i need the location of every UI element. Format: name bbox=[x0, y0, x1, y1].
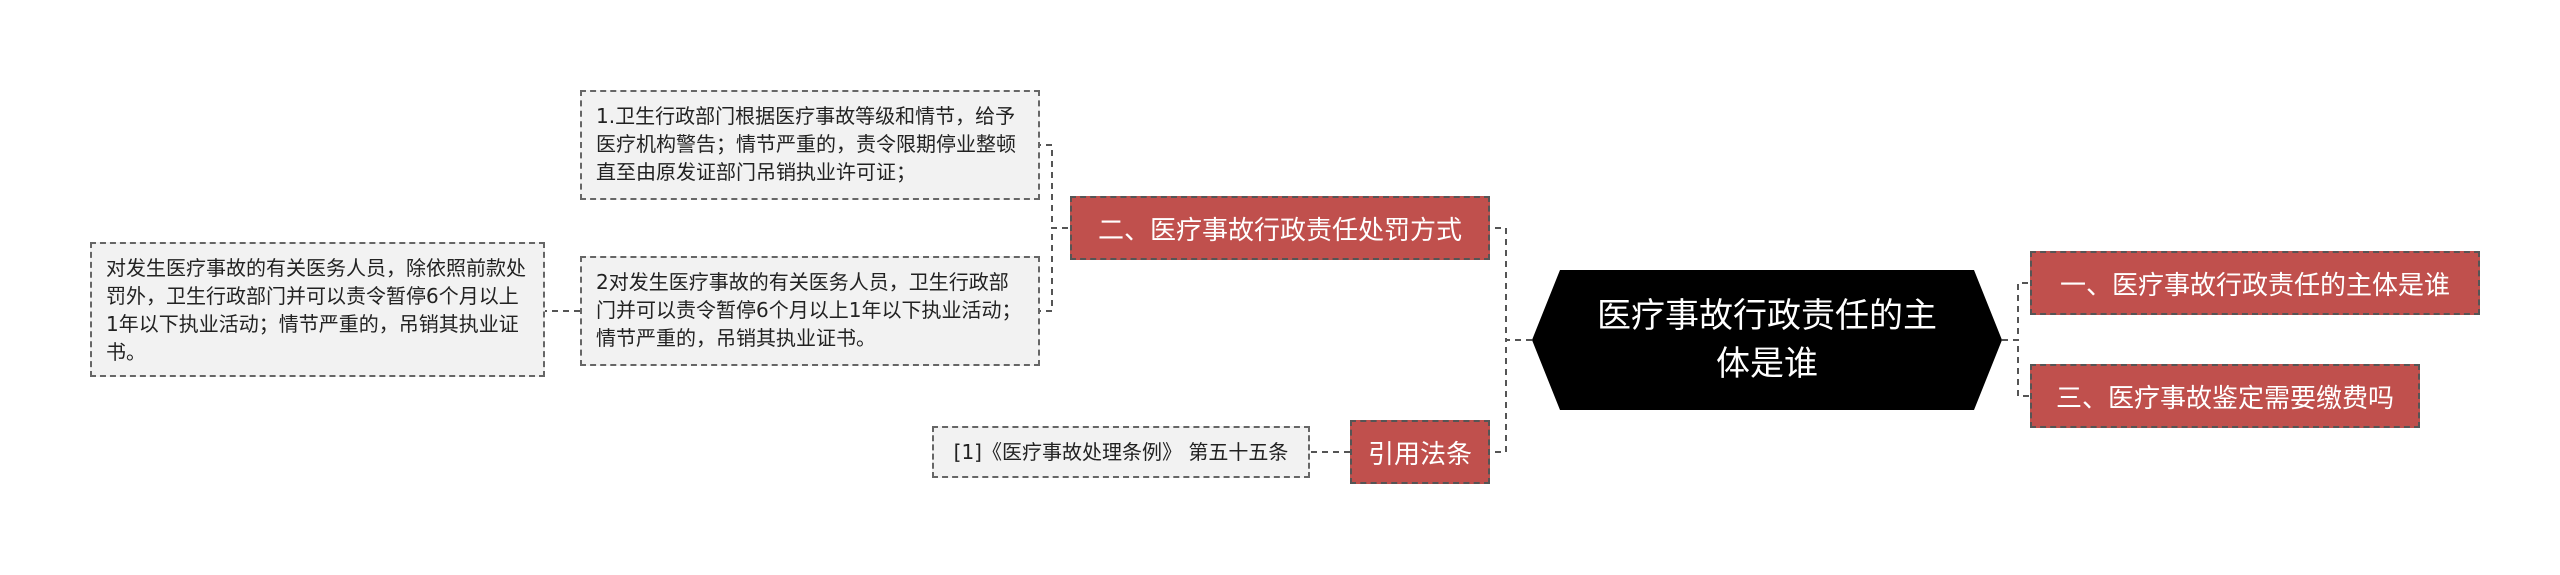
connector-penalty-to-item-1 bbox=[1040, 144, 1068, 229]
connector-penalty-to-item-2 bbox=[1040, 227, 1068, 312]
connector-root-to-branch-1 bbox=[2002, 282, 2030, 341]
connector-root-to-penalty bbox=[1490, 227, 1532, 341]
branch-penalty-methods[interactable]: 二、医疗事故行政责任处罚方式 bbox=[1070, 196, 1490, 260]
penalty-item-2-detail[interactable]: 对发生医疗事故的有关医务人员，除依照前款处罚外，卫生行政部门并可以责令暂停6个月… bbox=[90, 242, 545, 377]
citation-item-text: [1]《医疗事故处理条例》 第五十五条 bbox=[953, 440, 1289, 464]
connector-root-to-citation bbox=[1490, 339, 1532, 453]
branch-appraisal-fee-label: 三、医疗事故鉴定需要缴费吗 bbox=[2055, 383, 2394, 414]
root-topic-label: 医疗事故行政责任的主体是谁 bbox=[1597, 296, 1937, 384]
branch-penalty-methods-label: 二、医疗事故行政责任处罚方式 bbox=[1097, 215, 1462, 246]
connector-root-to-branch-3 bbox=[2002, 339, 2030, 397]
penalty-item-2-text: 2对发生医疗事故的有关医务人员，卫生行政部门并可以责令暂停6个月以上1年以下执业… bbox=[596, 270, 1022, 350]
branch-responsibility-subject[interactable]: 一、医疗事故行政责任的主体是谁 bbox=[2030, 251, 2480, 315]
penalty-item-1[interactable]: 1.卫生行政部门根据医疗事故等级和情节，给予医疗机构警告；情节严重的，责令限期停… bbox=[580, 90, 1040, 200]
citation-item[interactable]: [1]《医疗事故处理条例》 第五十五条 bbox=[932, 426, 1310, 478]
penalty-item-2[interactable]: 2对发生医疗事故的有关医务人员，卫生行政部门并可以责令暂停6个月以上1年以下执业… bbox=[580, 256, 1040, 366]
branch-appraisal-fee[interactable]: 三、医疗事故鉴定需要缴费吗 bbox=[2030, 364, 2420, 428]
branch-cited-law-label: 引用法条 bbox=[1367, 439, 1472, 470]
branch-cited-law[interactable]: 引用法条 bbox=[1350, 420, 1490, 484]
penalty-item-1-text: 1.卫生行政部门根据医疗事故等级和情节，给予医疗机构警告；情节严重的，责令限期停… bbox=[596, 104, 1016, 184]
root-topic[interactable]: 医疗事故行政责任的主体是谁 bbox=[1532, 270, 2002, 410]
branch-responsibility-subject-label: 一、医疗事故行政责任的主体是谁 bbox=[2059, 270, 2450, 301]
penalty-item-2-detail-text: 对发生医疗事故的有关医务人员，除依照前款处罚外，卫生行政部门并可以责令暂停6个月… bbox=[106, 256, 526, 364]
